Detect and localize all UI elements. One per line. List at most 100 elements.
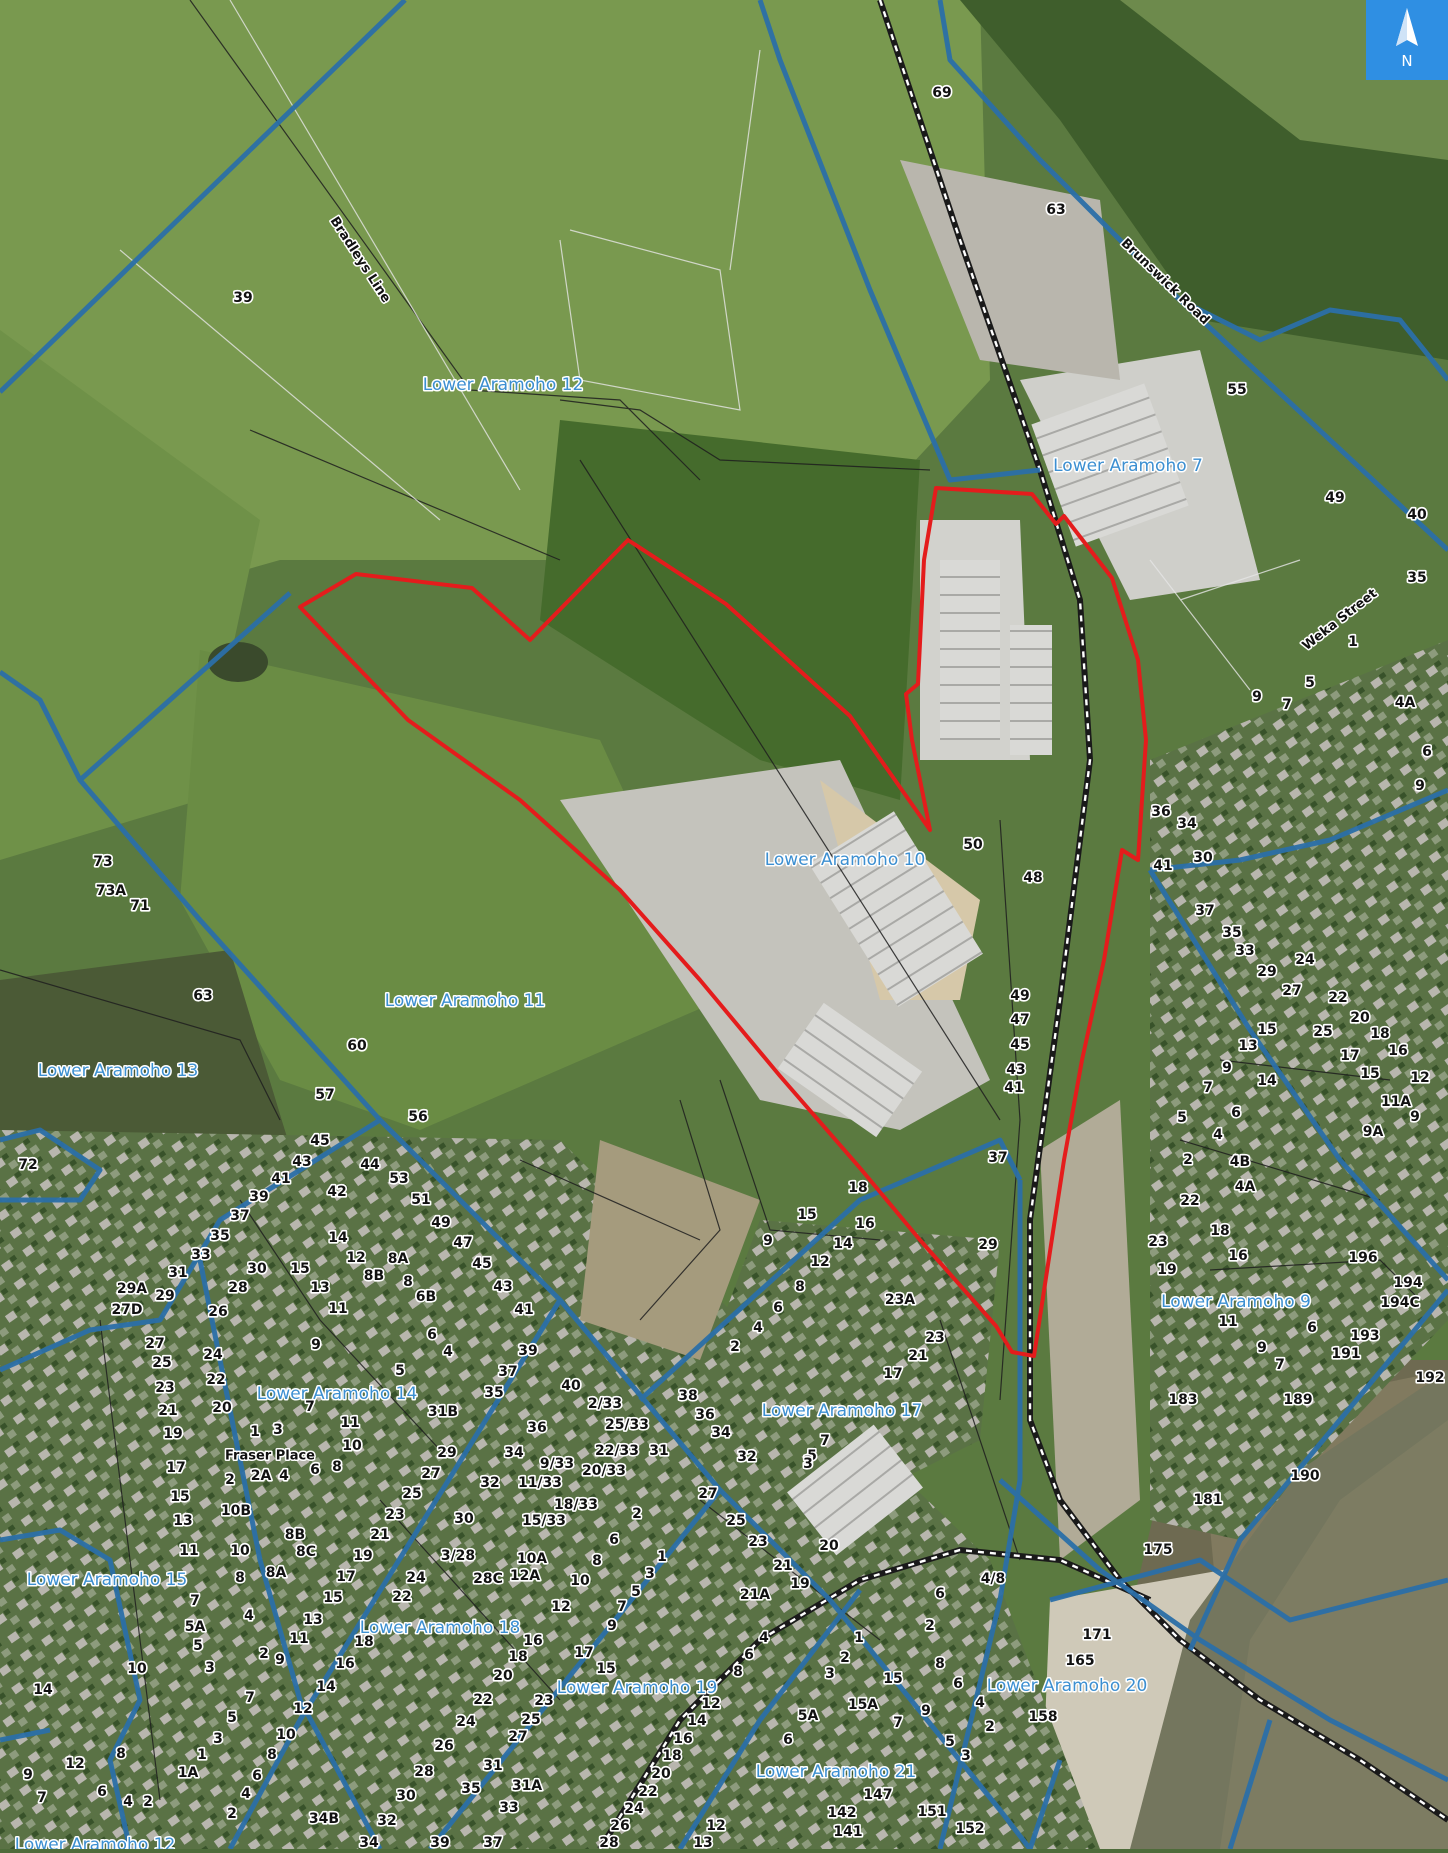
house-number: 25 (726, 1513, 745, 1529)
house-number: 27 (698, 1486, 717, 1502)
house-number: 22 (392, 1589, 411, 1605)
house-number: 4 (123, 1794, 133, 1810)
house-number: 18 (354, 1634, 373, 1650)
house-number: 5 (807, 1448, 817, 1464)
house-number: 190 (1290, 1468, 1319, 1484)
house-number: 147 (863, 1787, 892, 1803)
house-number: 34 (1177, 816, 1197, 832)
house-number: 7 (820, 1433, 830, 1449)
house-number: 10 (342, 1438, 362, 1454)
house-number: 33 (499, 1800, 518, 1816)
house-number: 4 (759, 1630, 769, 1646)
area-label: Lower Aramoho 11 (385, 991, 546, 1011)
house-number: 9/33 (540, 1456, 574, 1472)
house-number: 8 (267, 1747, 277, 1763)
house-number: 14 (33, 1682, 53, 1698)
house-number: 19 (790, 1576, 809, 1592)
house-number: 20 (819, 1538, 839, 1554)
house-number: 9 (1415, 778, 1425, 794)
house-number: 7 (305, 1399, 315, 1415)
house-number: 8B (364, 1268, 384, 1284)
house-number: 9 (23, 1767, 33, 1783)
house-number: 24 (456, 1714, 476, 1730)
house-number: 32 (480, 1475, 499, 1491)
house-number: 36 (1151, 804, 1170, 820)
house-number: 3 (645, 1566, 655, 1582)
house-number: 72 (18, 1157, 37, 1173)
house-number: 25 (402, 1486, 421, 1502)
house-number: 29 (978, 1237, 997, 1253)
house-number: 27 (1282, 983, 1301, 999)
house-number: 17 (166, 1460, 185, 1476)
house-number: 35 (484, 1385, 503, 1401)
house-number: 24 (406, 1570, 426, 1586)
house-number: 16 (335, 1656, 354, 1672)
house-number: 1 (197, 1747, 207, 1763)
house-number: 21 (908, 1348, 927, 1364)
house-number: 8B (285, 1527, 305, 1543)
house-number: 23 (1148, 1234, 1167, 1250)
house-number: 9 (1252, 689, 1262, 705)
house-number: 15 (596, 1661, 615, 1677)
house-number: 55 (1227, 382, 1246, 398)
house-number: 31 (483, 1758, 502, 1774)
area-label: Lower Aramoho 15 (27, 1570, 188, 1590)
house-number: 6 (773, 1300, 783, 1316)
house-number: 34 (711, 1425, 731, 1441)
house-number: 1 (854, 1630, 864, 1646)
house-number: 6 (953, 1676, 963, 1692)
house-number: 10 (276, 1727, 296, 1743)
house-number: 36 (695, 1407, 714, 1423)
house-number: 165 (1065, 1653, 1094, 1669)
house-number: 30 (1193, 850, 1213, 866)
house-number: 15 (290, 1261, 309, 1277)
house-number: 25 (521, 1712, 540, 1728)
house-number: 57 (315, 1087, 334, 1103)
house-number: 4 (1213, 1127, 1223, 1143)
house-number: 16 (523, 1633, 542, 1649)
house-number: 12 (346, 1250, 365, 1266)
house-number: 40 (1407, 507, 1427, 523)
house-number: 3 (803, 1456, 813, 1472)
house-number: 45 (472, 1256, 491, 1272)
house-number: 7 (1275, 1357, 1285, 1373)
house-number: 34 (359, 1835, 379, 1849)
house-number: 37 (988, 1150, 1007, 1166)
house-number: 6B (416, 1289, 436, 1305)
house-number: 49 (1325, 490, 1344, 506)
house-number: 35 (210, 1228, 229, 1244)
house-number: 2 (227, 1806, 237, 1822)
house-number: 31 (649, 1443, 668, 1459)
house-number: 12 (701, 1696, 720, 1712)
house-number: 49 (431, 1215, 450, 1231)
north-arrow-badge: N (1366, 0, 1448, 80)
house-number: 8 (592, 1553, 602, 1569)
house-number: 10 (127, 1661, 147, 1677)
house-number: 11 (340, 1415, 359, 1431)
house-number: 28 (414, 1764, 433, 1780)
house-number: 2 (143, 1794, 153, 1810)
house-number: 4B (1230, 1154, 1250, 1170)
house-number: 51 (411, 1192, 430, 1208)
house-number: 43 (1006, 1062, 1025, 1078)
house-number: 28 (228, 1280, 247, 1296)
house-number: 26 (434, 1738, 453, 1754)
house-number: 29 (155, 1288, 174, 1304)
house-number: 36 (527, 1420, 546, 1436)
house-number: 9 (1222, 1060, 1232, 1076)
house-number: 22 (1328, 990, 1347, 1006)
house-number: 2 (225, 1472, 235, 1488)
house-number: 9 (607, 1618, 617, 1634)
house-number: 45 (1010, 1037, 1029, 1053)
house-number: 37 (1195, 903, 1214, 919)
house-number: 47 (453, 1235, 472, 1251)
house-number: 12 (810, 1254, 829, 1270)
house-number: 5 (227, 1710, 237, 1726)
house-number: 4 (244, 1608, 254, 1624)
house-number: 13 (1238, 1038, 1257, 1054)
house-number: 53 (389, 1171, 408, 1187)
house-number: 32 (377, 1813, 396, 1829)
house-number: 27 (421, 1466, 440, 1482)
